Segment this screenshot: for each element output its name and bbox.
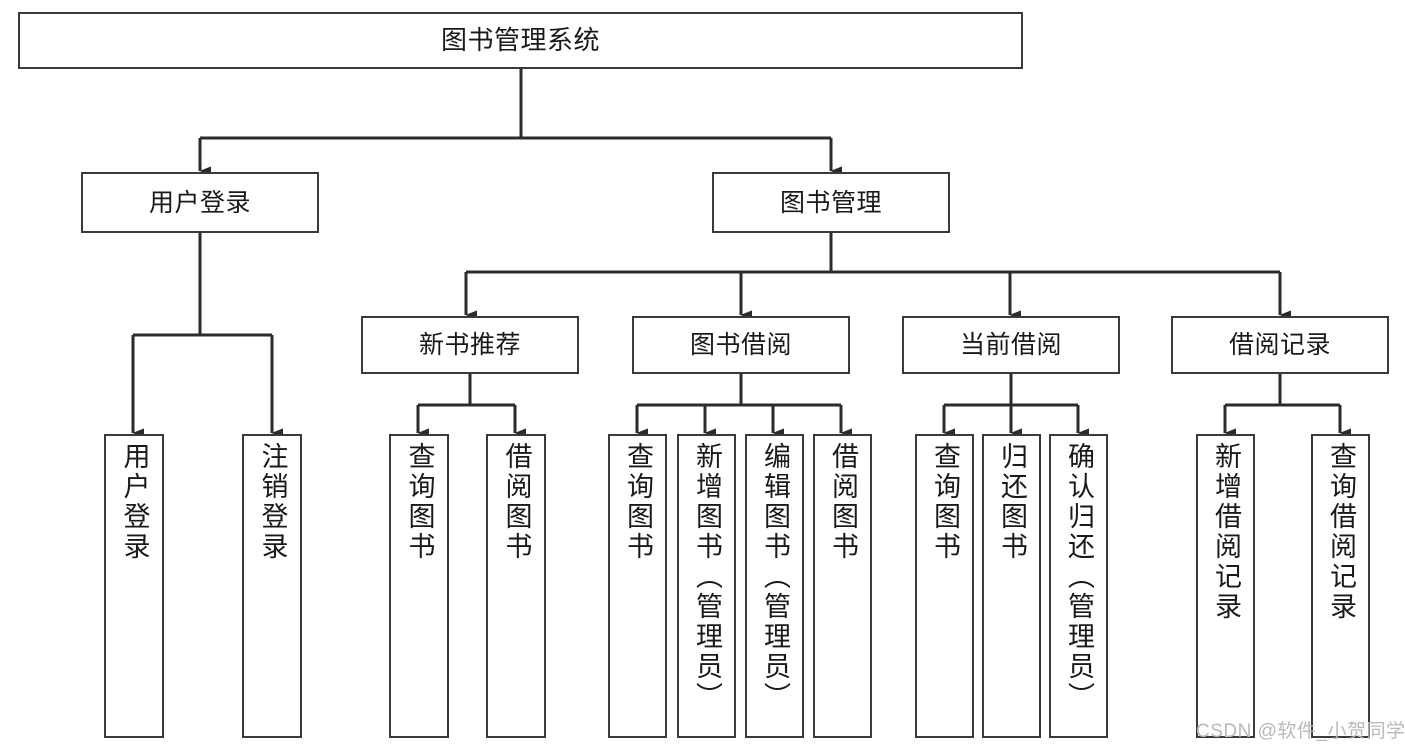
node-user-login: 用户登录 [81, 172, 319, 233]
node-leaf-query-borrow-record: 查询借阅记录 [1311, 434, 1370, 738]
node-leaf-add-borrow-record: 新增借阅记录 [1196, 434, 1255, 738]
node-leaf-logout-login: 注销登录 [242, 434, 302, 738]
node-leaf-return-book: 归还图书 [982, 434, 1041, 738]
node-label: 编辑图书（管理员） [760, 442, 790, 712]
node-leaf-user-login: 用户登录 [104, 434, 164, 738]
node-label: 新增图书（管理员） [692, 442, 722, 712]
node-label: 新增借阅记录 [1211, 442, 1241, 622]
node-label: 确认归还（管理员） [1064, 442, 1094, 712]
node-leaf-query-book-3: 查询图书 [915, 434, 974, 738]
node-book-borrow: 图书借阅 [632, 316, 850, 374]
node-borrow-record: 借阅记录 [1171, 316, 1389, 374]
node-leaf-add-book-admin: 新增图书（管理员） [677, 434, 736, 738]
node-label: 新书推荐 [418, 331, 521, 359]
node-book-management: 图书管理 [712, 172, 950, 233]
node-label: 图书管理 [779, 188, 882, 217]
node-label: 用户登录 [148, 188, 251, 217]
node-label: 查询借阅记录 [1326, 442, 1356, 622]
node-label: 借阅图书 [828, 442, 858, 562]
node-label: 归还图书 [997, 442, 1027, 562]
node-label: 借阅记录 [1228, 331, 1331, 359]
node-label: 查询图书 [930, 442, 960, 562]
node-root: 图书管理系统 [18, 12, 1023, 69]
node-current-borrow: 当前借阅 [902, 316, 1120, 374]
node-label: 图书管理系统 [440, 24, 600, 55]
node-label: 当前借阅 [959, 331, 1062, 359]
node-leaf-query-book-1: 查询图书 [389, 434, 449, 738]
node-label: 查询图书 [623, 442, 653, 562]
node-new-book-recommend: 新书推荐 [361, 316, 579, 374]
node-label: 图书借阅 [689, 331, 792, 359]
node-label: 借阅图书 [501, 442, 532, 562]
node-leaf-confirm-return-admin: 确认归还（管理员） [1049, 434, 1108, 738]
node-label: 用户登录 [119, 442, 150, 562]
node-label: 查询图书 [404, 442, 435, 562]
node-leaf-query-book-2: 查询图书 [608, 434, 667, 738]
csdn-watermark: CSDN @软件_小贺同学 [1196, 721, 1405, 742]
node-label: 注销登录 [257, 442, 288, 562]
node-leaf-borrow-book-2: 借阅图书 [813, 434, 872, 738]
node-leaf-edit-book-admin: 编辑图书（管理员） [745, 434, 804, 738]
node-leaf-borrow-book-1: 借阅图书 [486, 434, 546, 738]
